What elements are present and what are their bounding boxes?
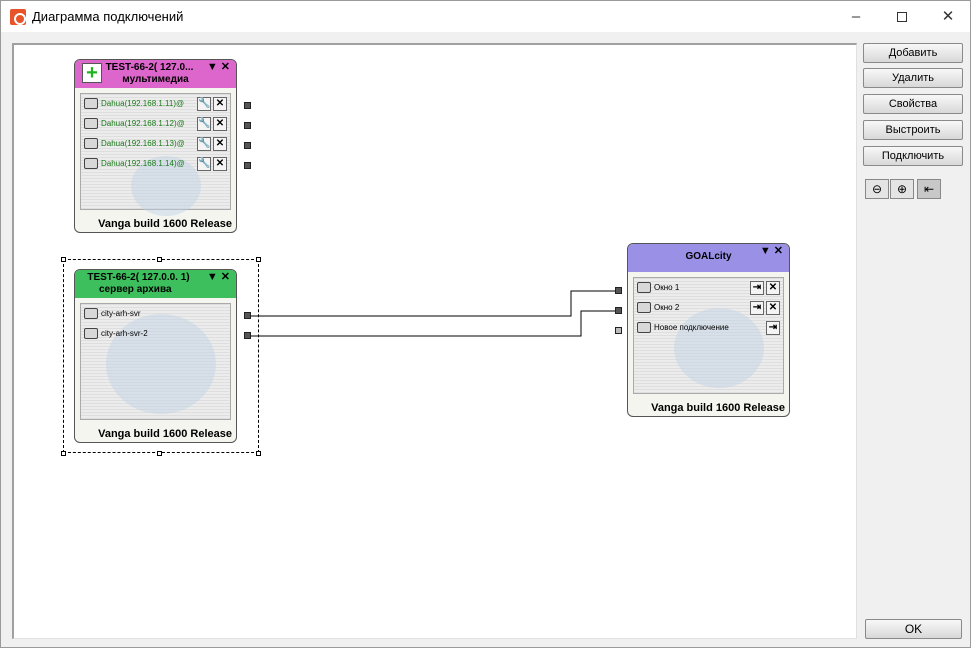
connect-icon[interactable]: ⇥ <box>766 321 780 335</box>
node-goalcity[interactable]: GOALcity ▼ ✕ Окно 1 ⇥ ✕ Окно 2 ⇥ ✕ Новое… <box>627 243 790 417</box>
wire-archive-1-to-window-1 <box>248 290 616 317</box>
plus-icon[interactable]: + <box>82 63 102 83</box>
watermark-reel <box>106 314 216 414</box>
close-icon[interactable]: ✕ <box>773 245 783 257</box>
ok-button[interactable]: OK <box>865 619 962 639</box>
selection-handle[interactable] <box>256 451 261 456</box>
window-title: Диаграмма подключений <box>32 9 184 24</box>
window-row[interactable]: Окно 1 <box>637 280 679 296</box>
wrench-icon[interactable]: 🔧 <box>197 117 211 131</box>
watermark-globe <box>674 308 764 388</box>
connect-icon[interactable]: ⇥ <box>750 301 764 315</box>
camera-icon <box>84 138 98 150</box>
menu-arrow-icon[interactable]: ▼ <box>759 245 771 257</box>
port-goalcity-3[interactable] <box>615 327 622 334</box>
device-row[interactable]: Dahua(192.168.1.14)@ <box>84 156 185 172</box>
delete-icon[interactable]: ✕ <box>213 157 227 171</box>
window-row[interactable]: Окно 2 <box>637 300 679 316</box>
server-row[interactable]: city-arh-svr <box>84 306 141 322</box>
device-row[interactable]: Dahua(192.168.1.11)@ <box>84 96 184 112</box>
close-window-button[interactable]: ✕ <box>941 8 955 25</box>
port-multimedia-2[interactable] <box>244 122 251 129</box>
menu-arrow-icon[interactable]: ▼ <box>206 61 218 73</box>
node-multimedia-body: Dahua(192.168.1.11)@ 🔧 ✕ Dahua(192.168.1… <box>80 93 231 216</box>
server-row[interactable]: city-arh-svr-2 <box>84 326 148 342</box>
node-multimedia-footer: Vanga build 1600 Release <box>98 218 232 230</box>
watermark-globe <box>131 156 201 216</box>
selection-handle[interactable] <box>61 451 66 456</box>
node-multimedia[interactable]: + TEST-66-2( 127.0... мультимедиа ▼ ✕ Da… <box>74 59 237 233</box>
connect-button[interactable]: Подключить <box>863 146 963 166</box>
arrange-button[interactable]: Выстроить <box>863 120 963 140</box>
node-archive-body: city-arh-svr city-arh-svr-2 <box>80 303 231 420</box>
node-archive-title: TEST-66-2( 127.0.0. 1) <box>87 272 190 283</box>
add-button[interactable]: Добавить <box>863 43 963 63</box>
properties-button[interactable]: Свойства <box>863 94 963 114</box>
node-goalcity-body: Окно 1 ⇥ ✕ Окно 2 ⇥ ✕ Новое подключение … <box>633 277 784 394</box>
wrench-icon[interactable]: 🔧 <box>197 97 211 111</box>
delete-icon[interactable]: ✕ <box>213 117 227 131</box>
maximize-button[interactable] <box>879 1 925 32</box>
selection-handle[interactable] <box>61 257 66 262</box>
delete-icon[interactable]: ✕ <box>766 301 780 315</box>
server-icon <box>84 328 98 340</box>
close-icon[interactable]: ✕ <box>220 271 230 283</box>
connection-wires <box>248 290 616 337</box>
node-archive-subtitle: сервер архива <box>99 284 172 295</box>
port-multimedia-1[interactable] <box>244 102 251 109</box>
monitor-icon <box>637 322 651 334</box>
port-multimedia-3[interactable] <box>244 142 251 149</box>
delete-icon[interactable]: ✕ <box>213 137 227 151</box>
wrench-icon[interactable]: 🔧 <box>197 137 211 151</box>
port-goalcity-1[interactable] <box>615 287 622 294</box>
close-icon[interactable]: ✕ <box>220 61 230 73</box>
window-row[interactable]: Новое подключение <box>637 320 729 336</box>
delete-icon[interactable]: ✕ <box>213 97 227 111</box>
connect-icon[interactable]: ⇥ <box>750 281 764 295</box>
maximize-icon <box>897 12 907 23</box>
zoom-out-icon[interactable]: ⊖ <box>865 179 889 199</box>
node-goalcity-footer: Vanga build 1600 Release <box>651 402 785 414</box>
app-icon <box>10 9 26 25</box>
node-multimedia-header: + TEST-66-2( 127.0... мультимедиа ▼ ✕ <box>75 60 236 88</box>
device-row[interactable]: Dahua(192.168.1.12)@ <box>84 116 185 132</box>
selection-handle[interactable] <box>256 257 261 262</box>
port-goalcity-2[interactable] <box>615 307 622 314</box>
delete-icon[interactable]: ✕ <box>766 281 780 295</box>
node-multimedia-subtitle: мультимедиа <box>122 74 189 85</box>
diagram-canvas[interactable]: + TEST-66-2( 127.0... мультимедиа ▼ ✕ Da… <box>12 43 857 639</box>
node-archive-header: TEST-66-2( 127.0.0. 1) сервер архива ▼ ✕ <box>75 270 236 298</box>
node-archive-footer: Vanga build 1600 Release <box>98 428 232 440</box>
minimize-button[interactable]: – <box>851 8 861 25</box>
camera-icon <box>84 118 98 130</box>
device-row[interactable]: Dahua(192.168.1.13)@ <box>84 136 185 152</box>
server-icon <box>84 308 98 320</box>
title-bar: Диаграмма подключений – ✕ <box>1 1 970 32</box>
port-archive-1[interactable] <box>244 312 251 319</box>
delete-button[interactable]: Удалить <box>863 68 963 88</box>
wrench-icon[interactable]: 🔧 <box>197 157 211 171</box>
node-goalcity-title: GOALcity <box>685 251 732 262</box>
zoom-in-icon[interactable]: ⊕ <box>890 179 914 199</box>
selection-handle[interactable] <box>157 257 162 262</box>
node-goalcity-header: GOALcity ▼ ✕ <box>628 244 789 272</box>
node-multimedia-title: TEST-66-2( 127.0... <box>105 62 194 73</box>
selection-handle[interactable] <box>157 451 162 456</box>
port-archive-2[interactable] <box>244 332 251 339</box>
camera-icon <box>84 98 98 110</box>
monitor-icon <box>637 302 651 314</box>
camera-icon <box>84 158 98 170</box>
fit-icon[interactable]: ⇤ <box>917 179 941 199</box>
port-multimedia-4[interactable] <box>244 162 251 169</box>
node-archive-server[interactable]: TEST-66-2( 127.0.0. 1) сервер архива ▼ ✕… <box>74 269 237 443</box>
wire-archive-2-to-window-2 <box>248 310 616 337</box>
menu-arrow-icon[interactable]: ▼ <box>206 271 218 283</box>
monitor-icon <box>637 282 651 294</box>
